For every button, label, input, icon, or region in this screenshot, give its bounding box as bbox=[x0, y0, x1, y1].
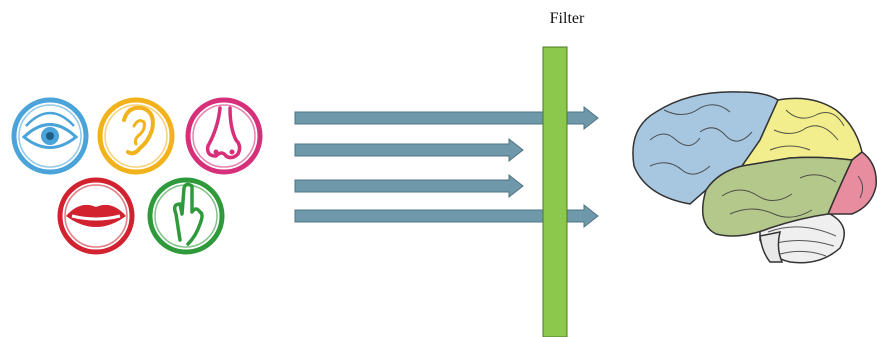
mouth-sense-icon bbox=[57, 177, 135, 255]
arrow-blocked bbox=[294, 137, 524, 163]
filter-bar bbox=[542, 46, 568, 337]
arrow-blocked bbox=[294, 173, 524, 199]
senses-group bbox=[11, 97, 263, 255]
arrows-group bbox=[294, 105, 599, 229]
eye-sense-icon bbox=[11, 97, 89, 175]
filter-label: Filter bbox=[549, 10, 585, 27]
arrow-pass-through bbox=[294, 203, 599, 229]
nose-sense-icon bbox=[185, 97, 263, 175]
ear-sense-icon bbox=[97, 97, 175, 175]
brain-temporal-lobe bbox=[701, 156, 854, 237]
arrow-pass-through bbox=[294, 105, 599, 131]
touch-sense-icon bbox=[147, 177, 225, 255]
brain-illustration bbox=[632, 91, 877, 264]
